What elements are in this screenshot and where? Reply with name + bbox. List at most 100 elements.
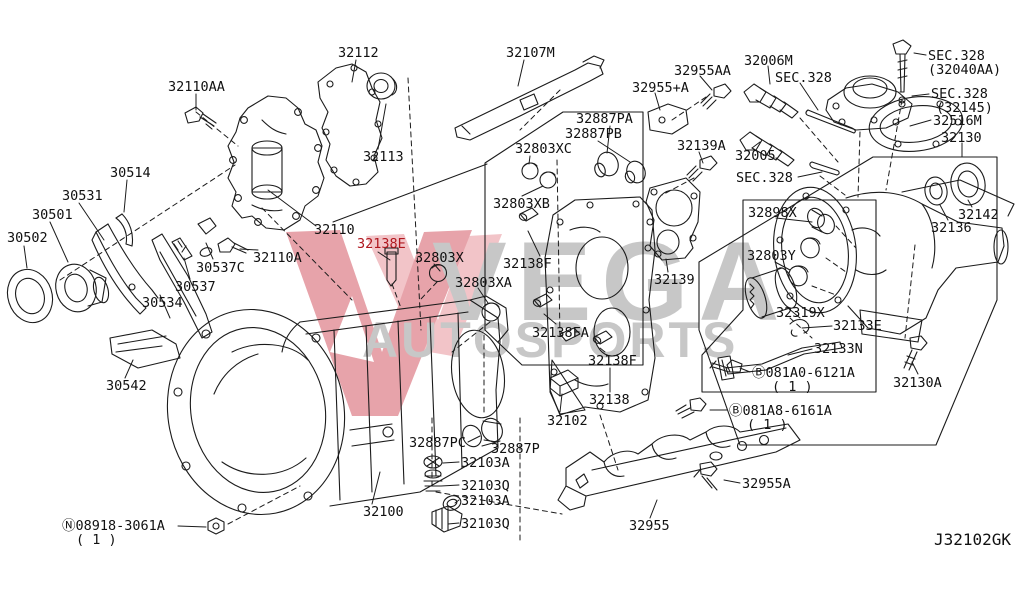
- gasket-32516m: [868, 96, 964, 152]
- transmission-case: [166, 295, 509, 516]
- part-label-32005: 32005: [735, 148, 776, 164]
- pin-32138e: [384, 247, 399, 287]
- part-label-32110: 32110: [314, 222, 355, 238]
- part-label-32887P: 32887P: [491, 441, 540, 457]
- release-fork: [91, 223, 159, 315]
- under-cover-32955: [557, 423, 801, 511]
- part-label-30542: 30542: [106, 378, 147, 394]
- watermark-logo-v2: [366, 234, 502, 356]
- part-label-32898X: 32898X: [748, 205, 797, 221]
- part-label-08918-3061A: Ⓝ08918-3061A: [62, 518, 165, 534]
- part-label-32040AA: (32040AA): [928, 62, 1002, 78]
- ball-32803xa: [481, 302, 501, 322]
- part-label-32138F: 32138F: [503, 256, 552, 272]
- part-label-32136: 32136: [931, 220, 972, 236]
- part-label-32138F: 32138F: [588, 353, 637, 369]
- front-cover: [227, 95, 325, 231]
- part-label-30534: 30534: [142, 295, 183, 311]
- bolt-32139a: [686, 155, 718, 182]
- bushing-32898x: [807, 207, 835, 235]
- part-label-32138FA: 32138FA: [532, 325, 589, 341]
- part-label-32110A: 32110A: [253, 250, 302, 266]
- striking-rod: [454, 55, 605, 141]
- part-label-32103A: 32103A: [461, 493, 510, 509]
- part-label-32130A: 32130A: [893, 375, 942, 391]
- watermark-logo-v1: [286, 230, 472, 416]
- input-shaft-bearing: [366, 72, 398, 100]
- watermark-text-line1: VEGA: [432, 219, 790, 344]
- part-label-32955AA: 32955AA: [674, 63, 731, 79]
- part-label-32133N: 32133N: [814, 341, 863, 357]
- bushings-32887p: [462, 417, 503, 448]
- part-label-32130: 32130: [941, 130, 982, 146]
- rod-32133n: [717, 341, 843, 381]
- switch-32005: [739, 131, 795, 167]
- part-label-SEC328: SEC.328: [736, 170, 793, 186]
- part-label-30537C: 30537C: [196, 260, 245, 276]
- part-label-32103Q: 32103Q: [461, 478, 510, 494]
- part-label-32139A: 32139A: [677, 138, 726, 154]
- part-label-32803XA: 32803XA: [455, 275, 512, 291]
- part-label-32516M: 32516M: [933, 113, 982, 129]
- nut-08918: [207, 517, 225, 535]
- part-label-32110AA: 32110AA: [168, 79, 225, 95]
- part-label-32319X: 32319X: [776, 305, 825, 321]
- part-label-30501: 30501: [32, 207, 73, 223]
- watermark-logo-arrow: [330, 296, 374, 362]
- detail-boxes: [484, 111, 998, 446]
- bracket-32955a-part: [647, 103, 689, 135]
- plug-kit-32103: [423, 455, 463, 533]
- part-label-30514: 30514: [110, 165, 151, 181]
- part-label-32803XC: 32803XC: [515, 141, 572, 157]
- part-label-32803Y: 32803Y: [747, 248, 796, 264]
- part-label-32955A: 32955A: [742, 476, 791, 492]
- part-label-30537: 30537: [175, 279, 216, 295]
- seal-32142: [950, 162, 986, 206]
- part-label-32102: 32102: [547, 413, 588, 429]
- part-label-32103A: 32103A: [461, 455, 510, 471]
- front-oil-seal: [6, 268, 54, 324]
- adapter-plate: [544, 196, 656, 416]
- part-label-1: ( 1 ): [76, 532, 117, 548]
- bolt-32110a: [217, 237, 249, 254]
- front-cover-gasket: [317, 63, 383, 187]
- dust-cover-30542: [109, 329, 181, 369]
- part-label-081A0-6121A: Ⓑ081A0-6121A: [752, 365, 855, 381]
- bolt-sec328-32040aa: [892, 39, 912, 93]
- withdrawal-lever: [151, 233, 213, 339]
- bolt-32955aa: [700, 83, 732, 110]
- part-label-30502: 30502: [7, 230, 48, 246]
- part-label-1: ( 1 ): [772, 379, 813, 395]
- part-label-32955: 32955: [629, 518, 670, 534]
- part-label-32100: 32100: [363, 504, 404, 520]
- dowel-32138: [559, 327, 581, 342]
- part-label-32887PA: 32887PA: [576, 111, 633, 127]
- part-label-32006M: 32006M: [744, 53, 793, 69]
- part-label-32103Q: 32103Q: [461, 516, 510, 532]
- bolt-b081a0: [709, 359, 743, 373]
- pilot-bushings-32887pa-pb: [594, 151, 646, 184]
- part-label-32113: 32113: [363, 149, 404, 165]
- part-label-32133E: 32133E: [833, 318, 882, 334]
- part-label-30531: 30531: [62, 188, 103, 204]
- part-label-32142: 32142: [958, 207, 999, 223]
- part-label-1: ( 1 ): [747, 417, 788, 433]
- plugs-32138f: [518, 207, 613, 345]
- rear-gasket-32139: [645, 177, 701, 261]
- part-label-32138E: 32138E: [357, 236, 406, 252]
- part-label-32139: 32139: [654, 272, 695, 288]
- retainer-spring-30514: [115, 213, 134, 247]
- switch-32006m: [743, 83, 799, 119]
- check-plug-spring: [171, 217, 217, 261]
- bolt-b081a8: [675, 397, 707, 419]
- part-label-SEC328: SEC.328: [775, 70, 832, 86]
- needle-bearing-32319x: [744, 267, 798, 319]
- part-label-32887PB: 32887PB: [565, 126, 622, 142]
- pin-sec328-upper: [805, 109, 856, 134]
- ball-32803x: [428, 263, 448, 283]
- part-label-32955+A: 32955+A: [632, 80, 689, 96]
- part-label-32138: 32138: [589, 392, 630, 408]
